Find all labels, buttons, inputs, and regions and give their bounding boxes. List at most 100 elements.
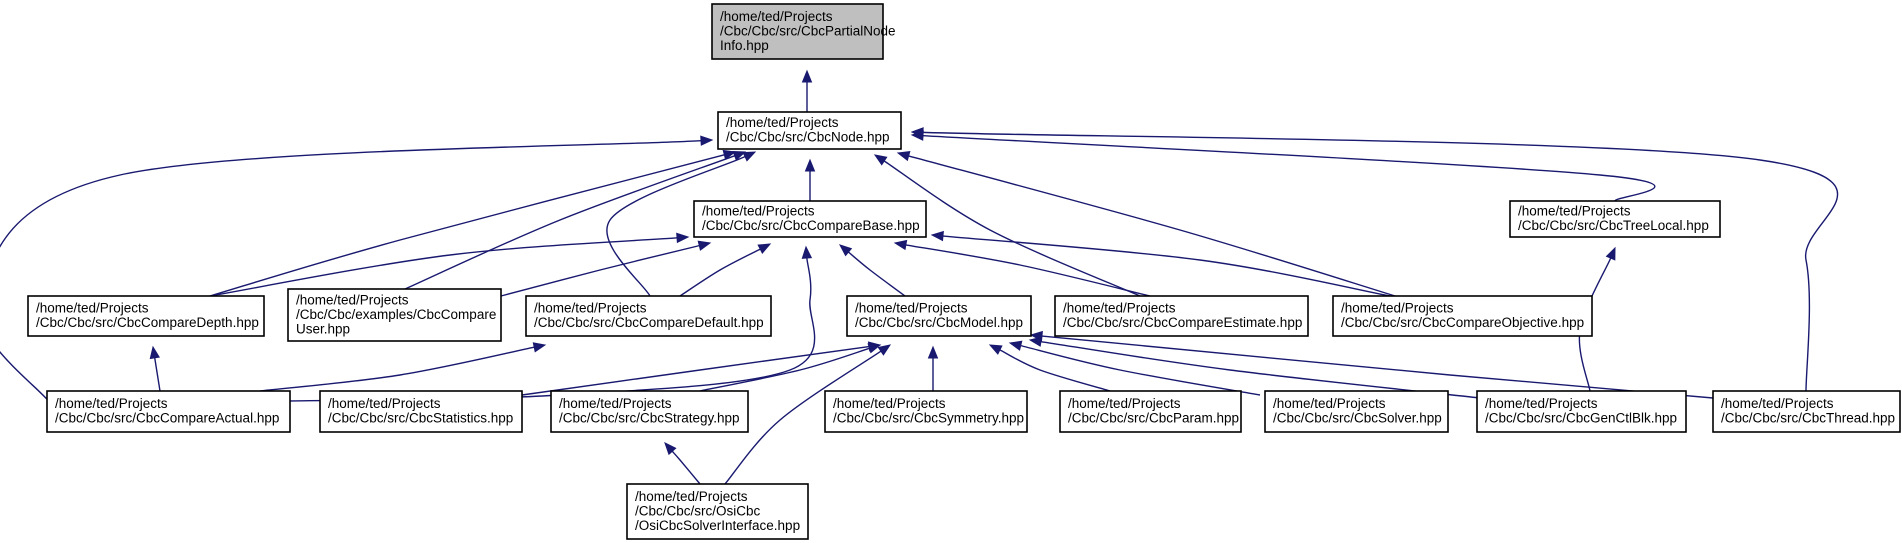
arrowhead (697, 240, 712, 251)
node-statistics[interactable]: /home/ted/Projects/Cbc/Cbc/src/CbcStatis… (319, 390, 523, 433)
node-label-line: /Cbc/Cbc/src/CbcParam.hpp (1068, 411, 1239, 426)
node-box[interactable] (1509, 200, 1721, 238)
edge-compareactual-to-node (0, 135, 714, 406)
arrowhead (801, 69, 813, 83)
node-compareobjective[interactable]: /home/ted/Projects/Cbc/Cbc/src/CbcCompar… (1332, 295, 1593, 337)
edge-param-to-model (988, 344, 1111, 392)
node-box[interactable] (27, 295, 265, 337)
node-box[interactable] (525, 295, 772, 337)
node-label-line: /home/ted/Projects (1063, 301, 1176, 316)
node-genctlblk[interactable]: /home/ted/Projects/Cbc/Cbc/src/CbcGenCtl… (1476, 390, 1687, 433)
node-box[interactable] (1264, 390, 1449, 433)
node-node[interactable]: /home/ted/Projects/Cbc/Cbc/src/CbcNode.h… (717, 111, 902, 150)
node-label-line: /home/ted/Projects (296, 292, 409, 307)
node-osicbc[interactable]: /home/ted/Projects/Cbc/Cbc/src/OsiCbc/Os… (626, 483, 809, 540)
node-compareestimate[interactable]: /home/ted/Projects/Cbc/Cbc/src/CbcCompar… (1054, 295, 1309, 337)
edge-line (942, 235, 1391, 297)
node-strategy[interactable]: /home/ted/Projects/Cbc/Cbc/src/CbcStrate… (550, 390, 749, 433)
edge-line (922, 134, 1656, 202)
arrowhead (910, 127, 924, 138)
node-comparedefault[interactable]: /home/ted/Projects/Cbc/Cbc/src/CbcCompar… (525, 295, 772, 337)
arrowhead (927, 345, 939, 359)
node-label-line: /OsiCbcSolverInterface.hpp (635, 518, 800, 533)
node-comparebase[interactable]: /home/ted/Projects/Cbc/Cbc/src/CbcCompar… (693, 200, 927, 238)
node-box[interactable] (717, 111, 902, 150)
arrowhead (804, 158, 816, 172)
edge-compareobjective-to-node (896, 150, 1396, 297)
node-box[interactable] (287, 288, 502, 342)
node-label-line: /home/ted/Projects (1518, 204, 1631, 219)
arrowhead (1605, 246, 1616, 261)
node-box[interactable] (626, 483, 809, 540)
arrowhead (700, 135, 714, 146)
arrowhead (930, 230, 944, 242)
node-compareuser[interactable]: /home/ted/Projects/Cbc/Cbc/examples/CbcC… (287, 288, 502, 342)
arrowhead (1029, 330, 1043, 342)
node-label-line: /Cbc/Cbc/src/CbcPartialNode (720, 23, 896, 38)
edge-strategy-to-model (699, 343, 882, 392)
edge-line (154, 357, 161, 392)
arrowhead (676, 232, 690, 244)
edge-comparedefault-to-node (606, 151, 757, 297)
arrowhead (801, 245, 813, 259)
node-label-line: /home/ted/Projects (726, 115, 839, 130)
arrowhead (1008, 340, 1023, 351)
edge-line (908, 155, 1396, 297)
arrowhead (867, 343, 882, 354)
node-box[interactable] (824, 390, 1028, 433)
node-partial[interactable]: /home/ted/Projects/Cbc/Cbc/src/CbcPartia… (711, 3, 896, 60)
edge-line (209, 237, 678, 297)
node-label-line: /Cbc/Cbc/src/CbcSolver.hpp (1273, 411, 1442, 426)
node-thread[interactable]: /home/ted/Projects/Cbc/Cbc/src/CbcThread… (1712, 390, 1901, 433)
arrowhead (732, 151, 747, 161)
edge-treelocal-to-node (910, 130, 1656, 202)
edge-line (1041, 335, 1714, 399)
node-box[interactable] (693, 200, 927, 238)
node-label-line: /Cbc/Cbc/src/CbcCompareEstimate.hpp (1063, 315, 1302, 330)
node-label-line: /home/ted/Projects (534, 301, 647, 316)
node-symmetry[interactable]: /home/ted/Projects/Cbc/Cbc/src/CbcSymmet… (824, 390, 1028, 433)
node-label-line: /home/ted/Projects (328, 396, 441, 411)
node-label-line: /Cbc/Cbc/src/CbcModel.hpp (855, 315, 1023, 330)
node-treelocal[interactable]: /home/ted/Projects/Cbc/Cbc/src/CbcTreeLo… (1509, 200, 1721, 238)
node-solver[interactable]: /home/ted/Projects/Cbc/Cbc/src/CbcSolver… (1264, 390, 1449, 433)
node-label-line: /home/ted/Projects (833, 396, 946, 411)
arrowhead (532, 342, 547, 353)
arrowhead (877, 344, 892, 356)
node-label-line: /Cbc/Cbc/src/CbcSymmetry.hpp (833, 411, 1024, 426)
edge-symmetry-to-model (927, 345, 939, 391)
node-box[interactable] (846, 295, 1032, 337)
edge-line (699, 347, 870, 392)
edge-model-to-comparebase (838, 244, 906, 297)
node-box[interactable] (711, 3, 884, 60)
arrowhead (873, 154, 888, 166)
arrowhead (896, 150, 911, 162)
edge-comparedepth-to-comparebase (209, 232, 690, 297)
edge-compareobjective-to-comparebase (930, 230, 1391, 297)
arrowhead (149, 345, 160, 360)
edge-thread-to-node (910, 127, 1839, 392)
node-box[interactable] (1476, 390, 1687, 433)
node-model[interactable]: /home/ted/Projects/Cbc/Cbc/src/CbcModel.… (846, 295, 1032, 337)
edge-line (500, 244, 700, 297)
node-label-line: /Cbc/Cbc/src/CbcTreeLocal.hpp (1518, 218, 1709, 233)
node-compareactual[interactable]: /home/ted/Projects/Cbc/Cbc/src/CbcCompar… (46, 390, 291, 433)
node-label-line: /Cbc/Cbc/examples/CbcCompare (296, 307, 496, 322)
node-label-line: /Cbc/Cbc/src/CbcThread.hpp (1721, 411, 1895, 426)
node-box[interactable] (1059, 390, 1242, 433)
node-comparedepth[interactable]: /home/ted/Projects/Cbc/Cbc/src/CbcCompar… (27, 295, 265, 337)
edge-compareuser-to-node (404, 151, 747, 290)
node-box[interactable] (319, 390, 523, 433)
node-box[interactable] (550, 390, 749, 433)
edge-genctlblk-to-model (1028, 336, 1481, 399)
node-label-line: /home/ted/Projects (1273, 396, 1386, 411)
node-label-line: /Cbc/Cbc/src/CbcCompareBase.hpp (702, 218, 920, 233)
node-label-line: /home/ted/Projects (1068, 396, 1181, 411)
edge-line (883, 160, 1141, 297)
node-box[interactable] (46, 390, 291, 433)
node-box[interactable] (1712, 390, 1901, 433)
node-box[interactable] (1332, 295, 1593, 337)
arrowhead (988, 344, 1003, 355)
node-box[interactable] (1054, 295, 1309, 337)
node-param[interactable]: /home/ted/Projects/Cbc/Cbc/src/CbcParam.… (1059, 390, 1242, 433)
